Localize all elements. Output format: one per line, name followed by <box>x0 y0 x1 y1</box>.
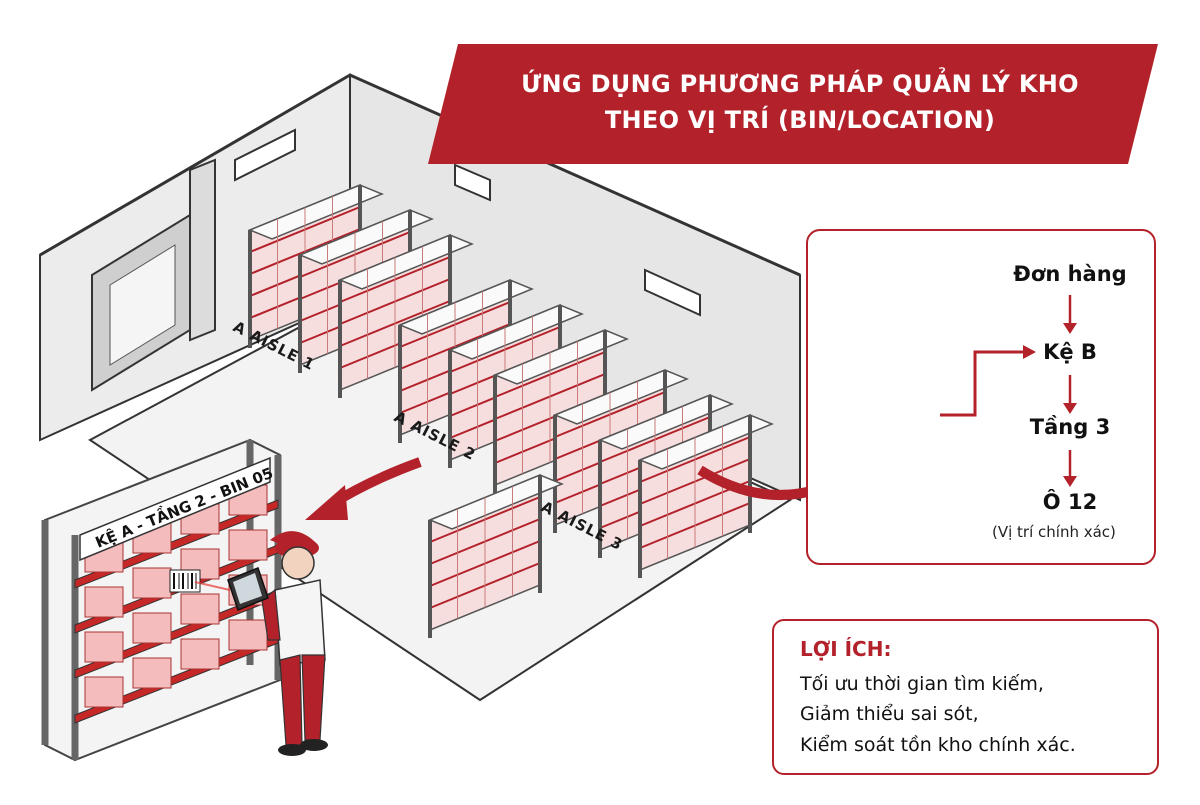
flow-step-level: Tầng 3 <box>1029 415 1111 439</box>
benefit-item: Kiểm soát tồn kho chính xác. <box>800 734 1076 756</box>
location-flow-panel <box>806 229 1156 565</box>
page-title: ỨNG DỤNG PHƯƠNG PHÁP QUẢN LÝ KHO THEO VỊ… <box>480 66 1120 138</box>
warehouse-floor <box>88 298 793 702</box>
window <box>234 128 296 182</box>
flow-note: (Vị trí chính xác) <box>992 523 1116 541</box>
benefits-panel <box>772 619 1159 775</box>
benefits-title: LỢI ÍCH: <box>800 637 892 661</box>
window <box>644 268 701 317</box>
flow-arrows <box>940 295 1077 487</box>
benefit-item: Tối ưu thời gian tìm kiếm, <box>800 673 1044 695</box>
title-line-1: ỨNG DỤNG PHƯƠNG PHÁP QUẢN LÝ KHO <box>521 70 1079 98</box>
flow-step-rack: Kệ B <box>1043 340 1097 364</box>
benefit-item: Giảm thiểu sai sót, <box>800 703 979 725</box>
tablet-icon <box>227 567 269 611</box>
arrow-icon <box>305 485 348 520</box>
rack-unit <box>428 473 564 638</box>
storage-racks <box>248 183 774 638</box>
foreground-rack: KỆ A - TẦNG 2 - BIN 05 <box>41 438 282 762</box>
title-line-2: THEO VỊ TRÍ (BIN/LOCATION) <box>604 106 996 134</box>
title-banner <box>428 44 1158 164</box>
window <box>454 163 491 202</box>
worker-figure <box>194 531 328 756</box>
flow-step-bin: Ô 12 <box>1042 490 1098 514</box>
flow-step-order: Đơn hàng <box>1013 262 1127 286</box>
barcode-icon <box>169 569 201 593</box>
